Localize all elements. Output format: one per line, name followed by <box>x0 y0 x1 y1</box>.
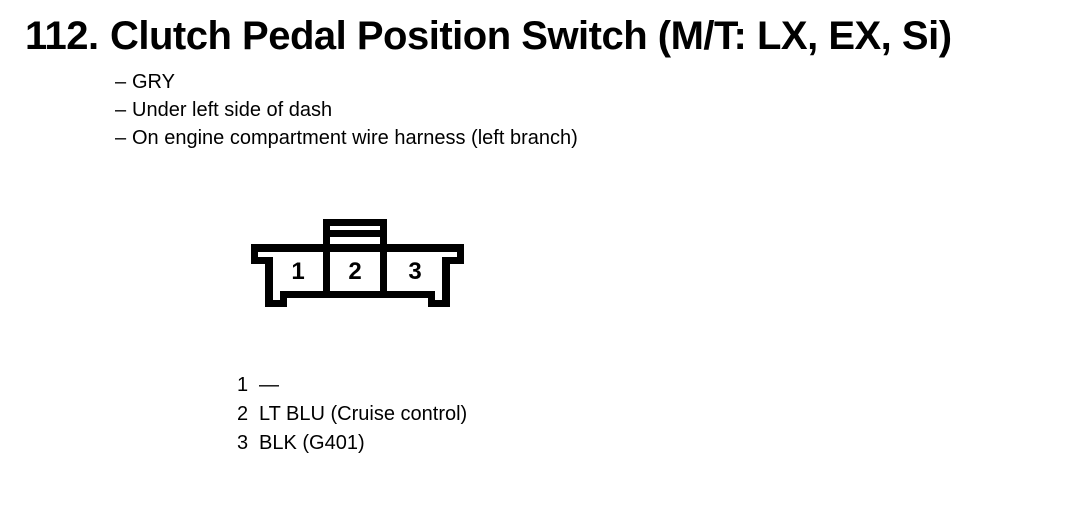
detail-list: – GRY – Under left side of dash – On eng… <box>115 68 578 152</box>
pin-number-3: 3 <box>408 258 421 285</box>
legend-row: 2 LT BLU (Cruise control) <box>237 400 467 429</box>
dash-bullet: – <box>115 99 127 121</box>
detail-item: – GRY <box>115 68 578 96</box>
pin-legend: 1 — 2 LT BLU (Cruise control) 3 BLK (G40… <box>237 371 467 458</box>
detail-text: Under left side of dash <box>132 99 333 121</box>
detail-text: GRY <box>132 71 175 93</box>
legend-wire: BLK (G401) <box>259 432 365 454</box>
detail-item: – Under left side of dash <box>115 96 578 124</box>
dash-bullet: – <box>115 127 127 149</box>
section-heading: 112.Clutch Pedal Position Switch (M/T: L… <box>25 16 952 56</box>
legend-row: 3 BLK (G401) <box>237 429 467 458</box>
pin-number-2: 2 <box>348 258 361 285</box>
connector-diagram: 1 2 3 <box>251 219 464 307</box>
legend-pin: 1 <box>237 374 249 396</box>
legend-pin: 3 <box>237 432 249 454</box>
detail-text: On engine compartment wire harness (left… <box>132 127 578 149</box>
legend-pin: 2 <box>237 403 249 425</box>
legend-wire: — <box>259 374 279 396</box>
legend-wire: LT BLU (Cruise control) <box>259 403 468 425</box>
dash-bullet: – <box>115 71 127 93</box>
page-title: Clutch Pedal Position Switch (M/T: LX, E… <box>110 14 952 58</box>
legend-row: 1 — <box>237 371 467 400</box>
section-number: 112. <box>25 14 99 58</box>
connector-outline <box>251 219 464 307</box>
pin-number-1: 1 <box>291 258 304 285</box>
detail-item: – On engine compartment wire harness (le… <box>115 124 578 152</box>
